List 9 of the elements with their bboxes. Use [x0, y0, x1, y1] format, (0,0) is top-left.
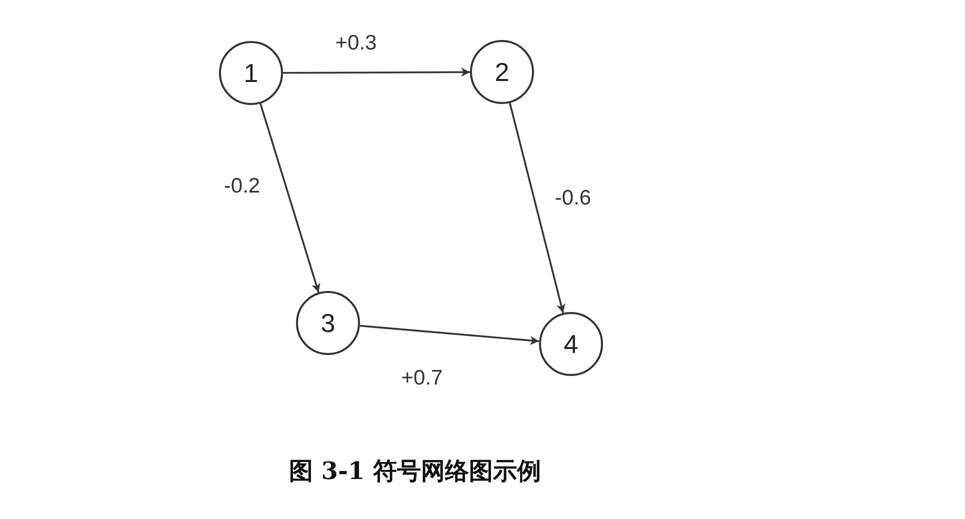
- node-number: 1: [244, 58, 258, 88]
- arrow: [360, 324, 540, 345]
- figure-caption: 图 3-1 符号网络图示例: [288, 455, 542, 487]
- node-number: 2: [494, 56, 510, 88]
- arrow: [283, 68, 470, 77]
- node-number: 4: [564, 328, 578, 360]
- node-number: 3: [320, 308, 336, 338]
- arrow: [509, 102, 566, 314]
- arrow: [260, 103, 320, 293]
